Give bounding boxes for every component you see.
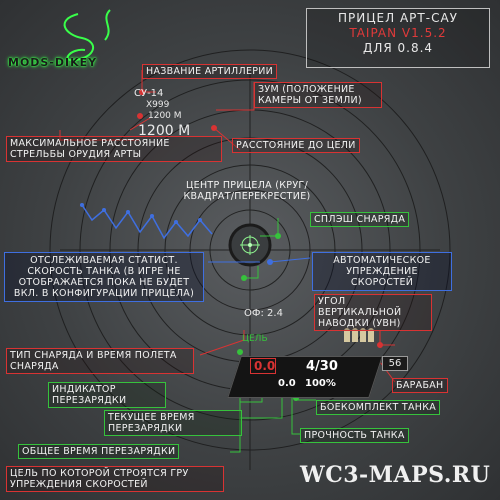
shell-info: ОФ: 2.4 (244, 308, 283, 319)
snake-logo-icon (63, 9, 111, 62)
label-artillery-name: НАЗВАНИЕ АРТИЛЛЕРИИ (142, 64, 278, 79)
drum-shell-icon (360, 328, 366, 342)
label-max-range: МАКСИМАЛЬНОЕ РАССТОЯНИЕ СТРЕЛЬБЫ ОРУДИЯ … (6, 136, 222, 162)
target-label: ЦЕЛЬ (242, 334, 268, 344)
label-splash: СПЛЭШ СНАРЯДА (310, 212, 410, 227)
title-line-1: ПРИЦЕЛ АРТ-САУ (338, 11, 458, 25)
ammo-count: 4/30 (306, 359, 338, 374)
label-ammo-total: БОЕКОМПЛЕКТ ТАНКА (316, 400, 441, 415)
title-version: TAIPAN V1.5.2 (349, 26, 447, 40)
label-lead-target: ЦЕЛЬ ПО КОТОРОЙ СТРОЯТСЯ ГРУ УПРЕЖДЕНИЯ … (6, 466, 224, 492)
label-distance: РАССТОЯНИЕ ДО ЦЕЛИ (232, 138, 360, 153)
label-drum: БАРАБАН (392, 378, 448, 393)
logo-text: MODS-DIKEY (8, 56, 98, 69)
label-center: ЦЕНТР ПРИЦЕЛА (КРУГ/КВАДРАТ/ПЕРЕКРЕСТИЕ) (183, 180, 311, 202)
label-reload-indicator: ИНДИКАТОР ПЕРЕЗАРЯДКИ (48, 382, 166, 408)
speed-graph (81, 204, 213, 240)
label-current-reload: ТЕКУЩЕЕ ВРЕМЯ ПЕРЕЗАРЯДКИ (104, 410, 242, 436)
watermark: WC3-MAPS.RU (300, 462, 491, 488)
max-range-small: 1200 M (148, 111, 182, 121)
drum-shell-icon (344, 328, 350, 342)
title-box: ПРИЦЕЛ АРТ-САУ TAIPAN V1.5.2 ДЛЯ 0.8.4 (306, 8, 490, 68)
label-total-reload: ОБЩЕЕ ВРЕМЯ ПЕРЕЗАРЯДКИ (18, 444, 180, 459)
vehicle-name: СУ-14 (134, 88, 164, 99)
durability-percent: 100% (305, 378, 336, 389)
title-line-3: ДЛЯ 0.8.4 (362, 41, 434, 55)
distance-readout: 1200 M (138, 123, 191, 139)
zoom-multiplier: X999 (146, 100, 170, 110)
label-auto-lead: АВТОМАТИЧЕСКОЕ УПРЕЖДЕНИЕ СКОРОСТЕЙ (312, 252, 452, 291)
label-tank-durability: ПРОЧНОСТЬ ТАНКА (300, 428, 409, 443)
reload-indicator-box (250, 358, 276, 374)
label-vertical-angle: УГОЛ ВЕРТИКАЛЬНОЙ НАВОДКИ (УВН) (314, 294, 432, 331)
drum-shell-icon (368, 328, 374, 342)
center-reticle (228, 223, 272, 267)
drum-count: 56 (382, 356, 408, 371)
reload-current: 0.0 (254, 359, 276, 373)
label-zoom: ЗУМ (ПОЛОЖЕНИЕ КАМЕРЫ ОТ ЗЕМЛИ) (254, 82, 382, 108)
reload-total: 0.0 (278, 378, 296, 389)
drum-shell-icon (352, 328, 358, 342)
label-shell-type: ТИП СНАРЯДА И ВРЕМЯ ПОЛЕТА СНАРЯДА (6, 348, 194, 374)
label-tracked-stat: ОТСЛЕЖИВАЕМАЯ СТАТИСТ. СКОРОСТЬ ТАНКА (В… (4, 252, 204, 302)
